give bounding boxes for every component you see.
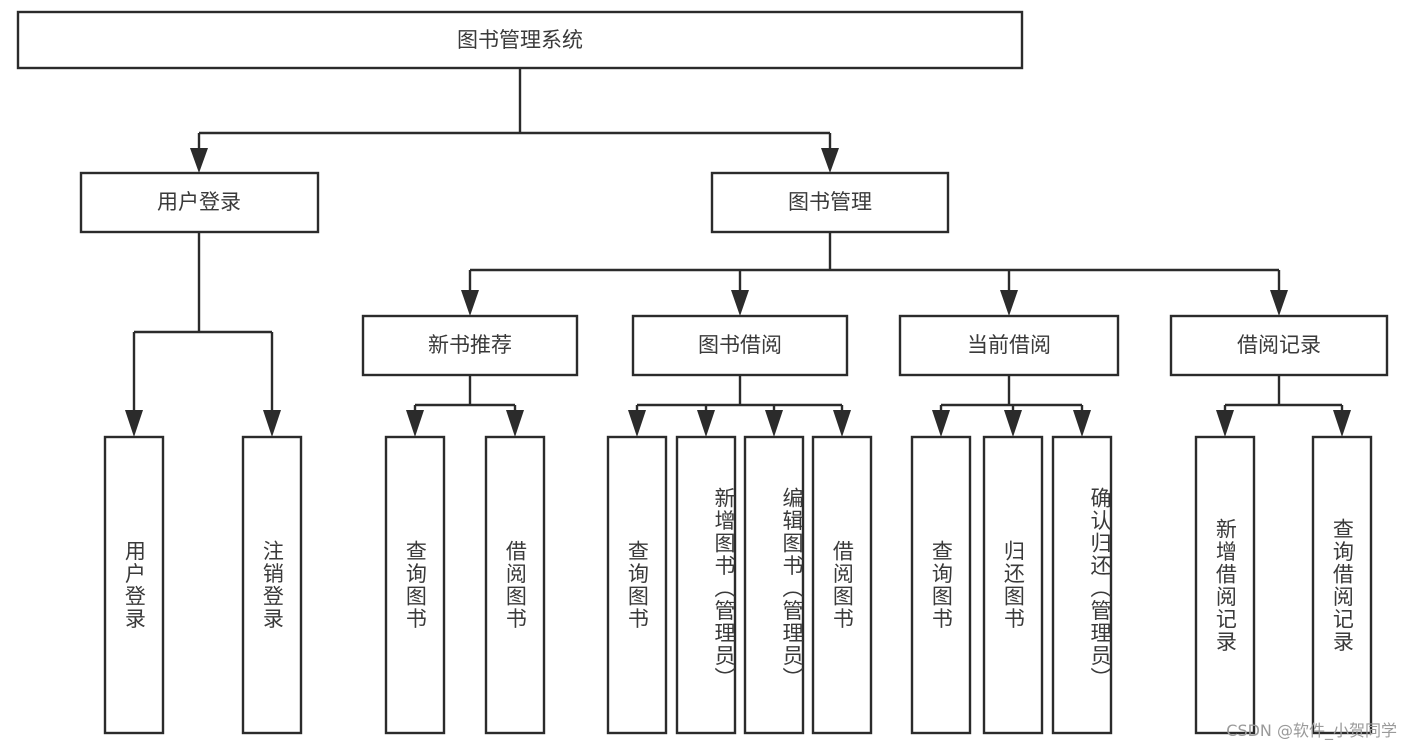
leaf-box-logout[interactable] [241,435,303,735]
leaf-box-br-query-record[interactable] [1311,435,1373,735]
node-book-borrow-label: 图书借阅 [698,333,782,357]
arrow-head-new-book [461,290,479,316]
leaf-box-cb-return-book[interactable] [982,435,1044,735]
arrow-head-bb-borrow [833,410,851,437]
arrow-head-bb-query [628,410,646,437]
node-current-borrow[interactable]: 当前借阅 [898,314,1120,377]
node-new-book-recommend[interactable]: 新书推荐 [361,314,579,377]
arrow-head-cb-query [932,410,950,437]
leaf-box-cb-confirm-return[interactable] [1051,435,1113,735]
leaf-box-cb-query-book[interactable] [910,435,972,735]
node-borrow-record[interactable]: 借阅记录 [1169,314,1389,377]
connector-book-manage-to-level3 [461,232,1288,316]
leaf-box-nb-borrow-book[interactable] [484,435,546,735]
connector-new-book-to-leaves [406,375,524,437]
arrow-head-nb-borrow [506,410,524,437]
node-root[interactable]: 图书管理系统 [16,10,1024,70]
leaf-box-bb-edit-book[interactable] [743,435,805,735]
arrow-head-borrow-record [1270,290,1288,316]
node-current-borrow-label: 当前借阅 [967,333,1051,357]
node-book-borrow[interactable]: 图书借阅 [631,314,849,377]
connector-current-borrow-to-leaves [932,375,1091,437]
node-book-borrow-box[interactable] [631,314,849,377]
node-current-borrow-box[interactable] [898,314,1120,377]
connector-borrow-record-to-leaves [1216,375,1351,437]
csdn-watermark: CSDN @软件_小贺同学 [1226,721,1397,740]
connector-root-to-level2 [190,68,839,173]
leaf-box-bb-query-book[interactable] [606,435,668,735]
node-root-label: 图书管理系统 [457,28,583,52]
arrow-head-bb-add [697,410,715,437]
arrow-head-leaf-logout [263,410,281,437]
arrow-head-cb-return [1004,410,1022,437]
arrow-head-leaf-user-login [125,410,143,437]
leaf-box-bb-borrow-book[interactable] [811,435,873,735]
node-new-book-recommend-box[interactable] [361,314,579,377]
arrow-head-bb-edit [765,410,783,437]
connector-user-login-to-leaves [125,232,281,437]
arrow-head-user-login [190,148,208,173]
leaf-box-br-add-record[interactable] [1194,435,1256,735]
leaf-box-bb-add-book[interactable] [675,435,737,735]
node-user-login-box[interactable] [79,171,320,234]
node-book-manage-box[interactable] [710,171,950,234]
node-borrow-record-box[interactable] [1169,314,1389,377]
leaf-box-user-login[interactable] [103,435,165,735]
node-user-login[interactable]: 用户登录 [79,171,320,234]
node-book-manage-label: 图书管理 [788,190,872,214]
arrow-head-borrow-book [731,290,749,316]
node-new-book-recommend-label: 新书推荐 [428,333,512,357]
node-book-manage[interactable]: 图书管理 [710,171,950,234]
leaf-box-nb-query-book[interactable] [384,435,446,735]
arrow-head-book-manage [821,148,839,173]
node-user-login-label: 用户登录 [157,190,241,214]
arrow-head-current-borrow [1000,290,1018,316]
arrow-head-cb-confirm [1073,410,1091,437]
connector-borrow-book-to-leaves [628,375,851,437]
node-root-box[interactable] [16,10,1024,70]
arrow-head-nb-query [406,410,424,437]
arrow-head-br-query [1333,410,1351,437]
arrow-head-br-add [1216,410,1234,437]
leaf-boxes [103,435,1373,735]
node-borrow-record-label: 借阅记录 [1237,333,1321,357]
